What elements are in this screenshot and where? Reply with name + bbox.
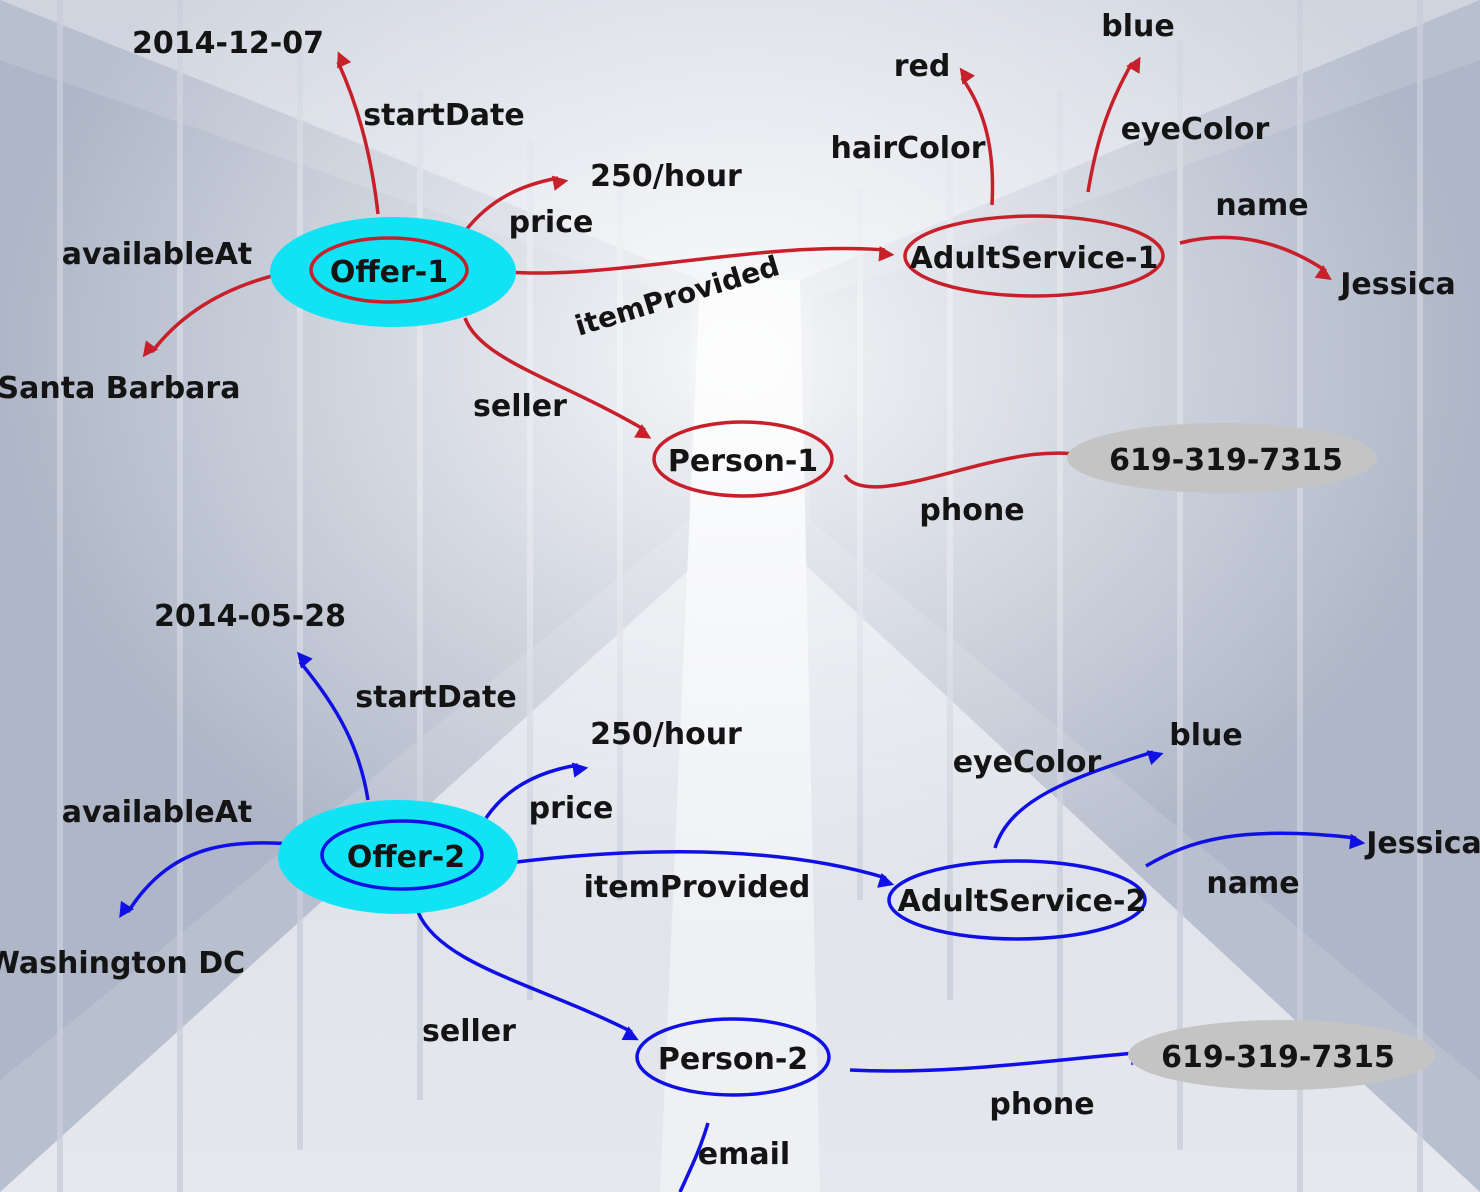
haircolor-1-edge-label: hairColor [831,131,986,166]
eyecolor-1-value: blue [1101,9,1174,44]
edge-phone-1 [843,450,1095,489]
name-2-value: Jessica [1364,826,1480,861]
edge-startdate-1 [336,51,380,215]
eyecolor-2-edge-label: eyeColor [953,745,1102,780]
eyecolor-2-value: blue [1169,718,1242,753]
edge-haircolor-1 [959,67,995,206]
person-1-node[interactable] [652,420,834,498]
phone-1-node [1067,423,1377,493]
phone-2-edge-label: phone [989,1087,1094,1122]
edge-availableat-1 [142,274,273,358]
edge-price-1 [464,175,569,232]
email-2-edge-label: email [698,1137,790,1172]
phone-1-edge-label: phone [919,493,1024,528]
haircolor-1-value: red [894,49,951,84]
price-2-edge-label: price [529,791,614,826]
offer-2-halo [278,800,518,914]
price-1-edge-label: price [509,205,594,240]
seller-2-edge-label: seller [422,1014,516,1049]
phone-2-value: 619-319-7315 [1161,1040,1395,1075]
edge-startdate-2 [296,651,370,801]
edge-email-2 [678,1122,710,1192]
price-1-value: 250/hour [590,159,742,194]
availableat-1-value: Santa Barbara [0,371,240,406]
person-2-label: Person-2 [658,1042,808,1077]
phone-1-value: 619-319-7315 [1109,443,1343,478]
adultservice-1-label: AdultService-1 [910,241,1159,276]
edge-phone-2 [849,1049,1147,1073]
edge-itemprovided-2 [485,850,895,888]
name-1-value: Jessica [1338,267,1456,302]
edge-name-2 [1145,831,1366,868]
adultservice-2-node[interactable] [887,859,1147,941]
adultservice-1-node[interactable] [903,214,1165,298]
edge-price-2 [484,762,589,819]
itemprovided-2-edge-label: itemProvided [584,870,811,905]
edge-seller-1 [463,317,652,439]
startdate-1-value: 2014-12-07 [132,26,324,61]
availableat-2-value: Washington DC [0,946,245,981]
graph-1 [142,51,1332,489]
offer-1-node[interactable] [309,236,469,304]
price-2-value: 250/hour [590,717,742,752]
eyecolor-1-edge-label: eyeColor [1121,112,1270,147]
edge-eyecolor-2 [993,750,1164,849]
availableat-1-edge-label: availableAt [62,237,253,272]
person-1-label: Person-1 [668,444,818,479]
startdate-2-value: 2014-05-28 [154,599,346,634]
startdate-1-edge-label: startDate [363,98,524,133]
offer-1-label: Offer-1 [330,255,448,290]
name-1-edge-label: name [1215,188,1308,223]
seller-1-edge-label: seller [473,389,567,424]
graph-2 [119,651,1366,1192]
edge-name-1 [1179,235,1332,280]
startdate-2-edge-label: startDate [355,680,516,715]
name-2-edge-label: name [1206,866,1299,901]
availableat-2-edge-label: availableAt [62,795,253,830]
phone-2-node [1128,1020,1436,1090]
offer-2-label: Offer-2 [347,840,465,875]
edge-itemprovided-1 [484,246,895,275]
adultservice-2-label: AdultService-2 [898,884,1147,919]
edge-seller-2 [416,911,639,1041]
person-2-node[interactable] [635,1017,831,1097]
offer-1-halo [270,217,516,327]
offer-2-node[interactable] [320,819,484,891]
edge-eyecolor-1 [1086,56,1141,193]
